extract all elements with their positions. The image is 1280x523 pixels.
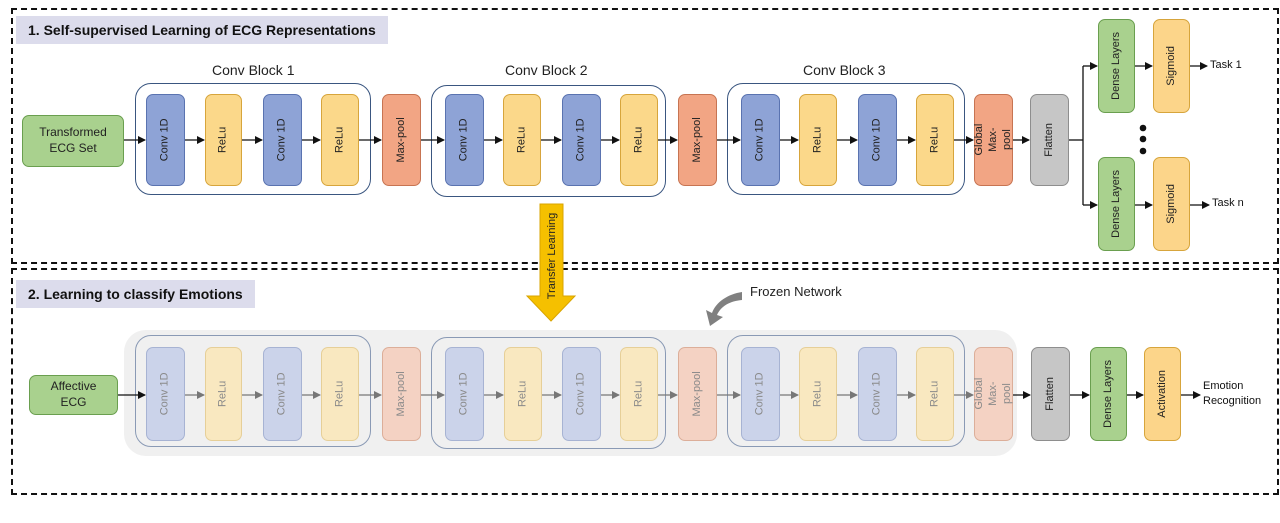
transfer-learning-arrow: [525, 203, 577, 322]
p1-maxpool-2: Max-pool: [678, 94, 717, 186]
frozen-conv-block-3: [727, 335, 965, 447]
p1-conv1d-6: Conv 1D: [858, 94, 897, 186]
conv-block-3-title: Conv Block 3: [803, 62, 886, 78]
p2-relu-1: ReLu: [205, 347, 242, 441]
panel1-title: 1. Self-supervised Learning of ECG Repre…: [16, 16, 388, 44]
conv-block-1-title: Conv Block 1: [212, 62, 295, 78]
p1-relu-1: ReLu: [205, 94, 242, 186]
p2-conv1d-3: Conv 1D: [445, 347, 484, 441]
p2-relu-6: ReLu: [916, 347, 954, 441]
p1-conv1d-4: Conv 1D: [562, 94, 601, 186]
p2-conv1d-5: Conv 1D: [741, 347, 780, 441]
p2-activation: Activation: [1144, 347, 1181, 441]
p2-relu-4: ReLu: [620, 347, 658, 441]
p1-relu-6: ReLu: [916, 94, 954, 186]
p2-flatten: Flatten: [1031, 347, 1070, 441]
p2-dense-layers: Dense Layers: [1090, 347, 1127, 441]
affective-ecg-input: Affective ECG: [29, 375, 118, 415]
panel-self-supervised: [11, 8, 1279, 264]
p1-conv1d-2: Conv 1D: [263, 94, 302, 186]
conv-block-1: [135, 83, 371, 195]
p2-conv1d-1: Conv 1D: [146, 347, 185, 441]
task-n-label: Task n: [1212, 197, 1244, 209]
p1-global-maxpool: Global Max-pool: [973, 94, 1013, 186]
headn-dense-layers: Dense Layers: [1098, 157, 1135, 251]
p1-relu-5: ReLu: [799, 94, 837, 186]
p1-relu-3: ReLu: [503, 94, 541, 186]
frozen-conv-block-2: [431, 337, 666, 449]
conv-block-3: [727, 83, 965, 195]
p1-conv1d-3: Conv 1D: [445, 94, 484, 186]
transformed-ecg-input: Transformed ECG Set: [22, 115, 124, 167]
p1-maxpool-1: Max-pool: [382, 94, 421, 186]
p1-conv1d-5: Conv 1D: [741, 94, 780, 186]
panel-emotion-classification: [11, 268, 1279, 495]
frozen-network-label: Frozen Network: [750, 284, 842, 299]
frozen-network-arrow: [706, 292, 742, 326]
frozen-conv-block-1: [135, 335, 371, 447]
head1-dense-layers: Dense Layers: [1098, 19, 1135, 113]
p1-relu-2: ReLu: [321, 94, 359, 186]
p2-maxpool-1: Max-pool: [382, 347, 421, 441]
p1-relu-4: ReLu: [620, 94, 658, 186]
emotion-recognition-output: Emotion Recognition: [1203, 380, 1262, 407]
p2-relu-5: ReLu: [799, 347, 837, 441]
p2-relu-3: ReLu: [504, 347, 542, 441]
head1-sigmoid: Sigmoid: [1153, 19, 1190, 113]
p2-conv1d-4: Conv 1D: [562, 347, 601, 441]
p2-conv1d-2: Conv 1D: [263, 347, 302, 441]
headn-sigmoid: Sigmoid: [1153, 157, 1190, 251]
conv-block-2-title: Conv Block 2: [505, 62, 588, 78]
panel2-title: 2. Learning to classify Emotions: [16, 280, 255, 308]
transfer-learning-label: Transfer Learning: [546, 212, 558, 300]
p2-global-maxpool: Global Max-pool: [973, 347, 1013, 441]
p1-flatten: Flatten: [1030, 94, 1069, 186]
p1-conv1d-1: Conv 1D: [146, 94, 185, 186]
p2-maxpool-2: Max-pool: [678, 347, 717, 441]
p2-conv1d-6: Conv 1D: [858, 347, 897, 441]
conv-block-2: [431, 85, 666, 197]
task-1-label: Task 1: [1210, 59, 1242, 71]
p2-relu-2: ReLu: [321, 347, 359, 441]
